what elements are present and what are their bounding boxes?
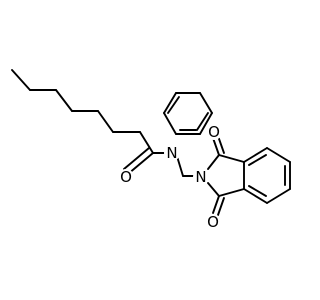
imide-nitrogen-label: N <box>195 168 206 186</box>
phenyl-inner-bond-1 <box>167 96 180 114</box>
benzo-bond-3 <box>266 147 291 163</box>
phenyl-bond-1 <box>163 112 177 135</box>
amide-oxygen-label: O <box>120 168 132 186</box>
imide-c-upper-ring-bond <box>218 154 245 163</box>
atom-label-layer: N O N O O <box>118 123 222 231</box>
amide-nitrogen-mask <box>164 145 180 161</box>
chain-bond-7 <box>139 131 154 154</box>
phenyl-bond-5 <box>199 112 213 135</box>
lower-carbonyl-bond-a <box>212 195 220 214</box>
amide-oxygen-mask <box>118 169 134 185</box>
benzo-inner-bond-3 <box>248 185 267 197</box>
molecule-canvas: N O N O O <box>11 69 291 231</box>
imide-oxygen-top-label: O <box>208 123 220 141</box>
phenyl-bond-2 <box>163 92 177 114</box>
amide-carbonyl-bond-b <box>123 147 150 170</box>
imide-oxygen-top-mask <box>206 124 222 140</box>
benzo-bond-2 <box>243 147 268 163</box>
imide-n-c-lower-bond <box>207 182 220 197</box>
imide-nitrogen-mask <box>193 169 209 185</box>
lower-carbonyl-bond-b <box>217 197 225 216</box>
upper-carbonyl-bond-a <box>212 137 220 156</box>
amide-carbonyl-bond-a <box>127 152 154 175</box>
imide-oxygen-bottom-mask <box>205 214 221 230</box>
imide-c-lower-ring-bond <box>218 188 245 197</box>
imide-n-c-upper-bond <box>207 154 220 170</box>
imide-oxygen-bottom-label: O <box>207 213 219 231</box>
benzo-inner-bond-1 <box>248 154 267 166</box>
amide-nitrogen-label: N <box>166 144 177 162</box>
phenyl-bond-4 <box>199 92 213 114</box>
upper-carbonyl-bond-b <box>217 135 225 154</box>
structure-drawing: N O N O O <box>11 69 291 231</box>
bond-layer <box>11 69 291 216</box>
benzo-bond-6 <box>243 188 268 204</box>
benzo-bond-5 <box>266 188 291 204</box>
chain-bond-3 <box>55 89 73 112</box>
phenyl-inner-bond-2 <box>196 112 209 131</box>
chain-bond-5 <box>97 110 114 133</box>
chain-bond-1 <box>11 69 31 91</box>
